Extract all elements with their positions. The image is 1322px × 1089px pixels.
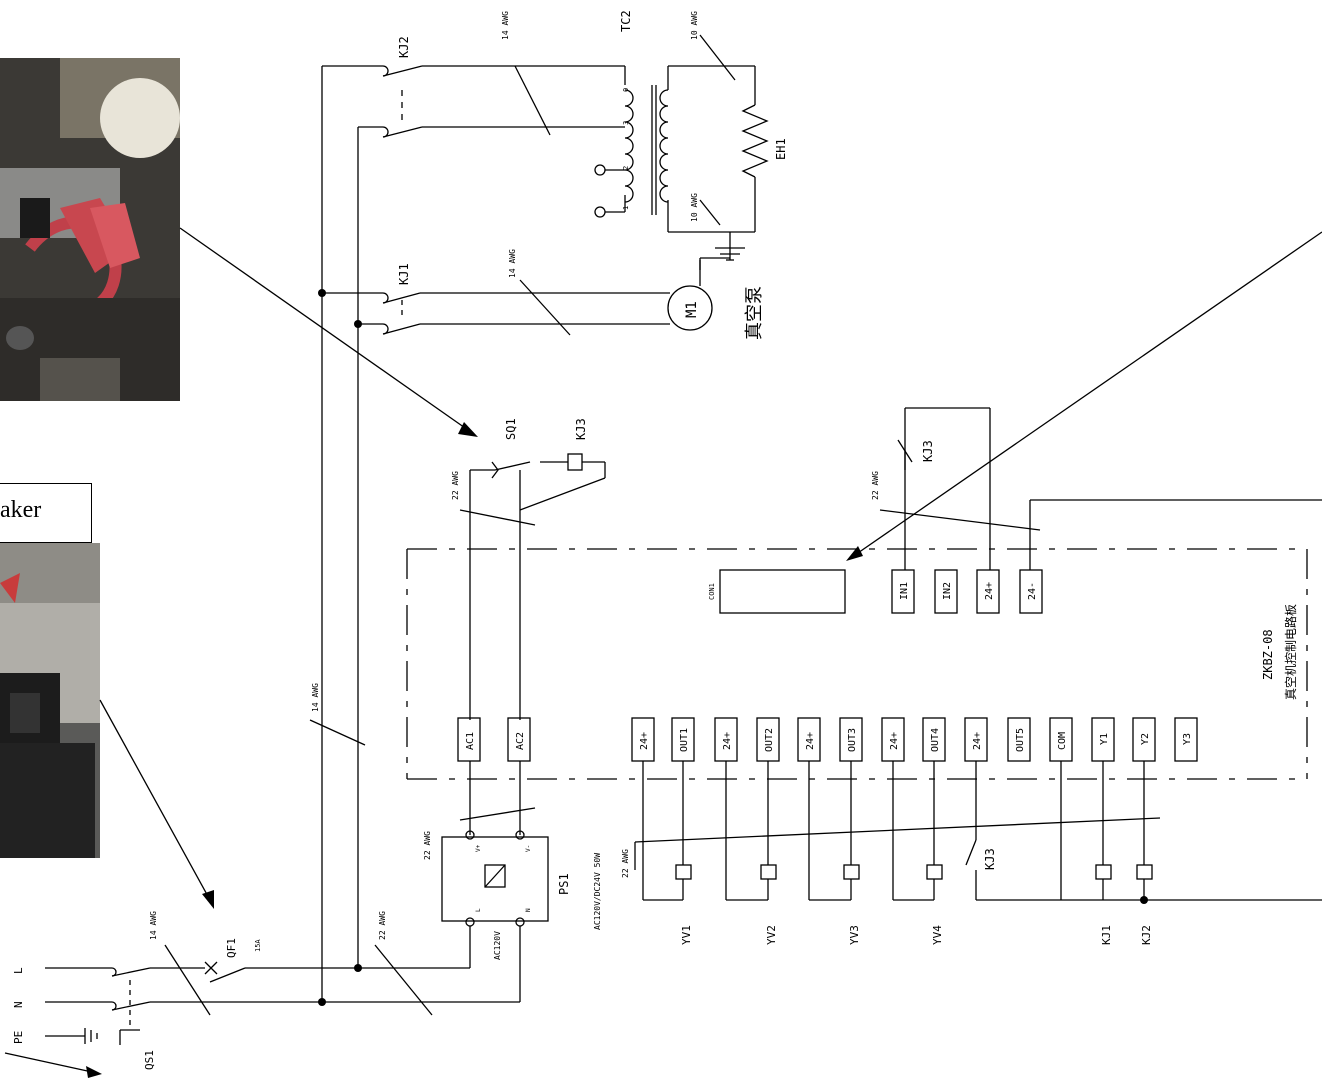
terminal-y2: Y2 <box>1140 733 1151 745</box>
top-terminal-24m: 24- <box>1027 582 1038 600</box>
mains-pe: PE <box>12 1031 25 1044</box>
ps1-pin-vm: V- <box>525 845 532 852</box>
sq1-wire-label: 22 AWG <box>451 471 460 500</box>
terminal-y1: Y1 <box>1099 733 1110 745</box>
qs1-label: QS1 <box>143 1050 156 1070</box>
mains-n: N <box>12 1001 25 1008</box>
terminal-ac1: AC1 <box>465 732 476 750</box>
yv2-label: YV2 <box>765 925 778 945</box>
schematic-labels: TC2 EH1 KJ2 KJ1 14 AWG 10 AWG 10 AWG 0 3… <box>12 10 1298 1070</box>
terminal-out3: OUT3 <box>847 728 858 752</box>
kj3-valve-label: KJ3 <box>983 848 997 870</box>
kj2-label: KJ2 <box>397 36 411 58</box>
schematic-dots-arrows <box>86 289 1148 1078</box>
ps1-pin-l: L <box>475 908 482 912</box>
kj3-start-label: KJ3 <box>574 418 588 440</box>
terminal-com: COM <box>1057 732 1068 750</box>
vertical-wire-label: 14 AWG <box>311 683 320 712</box>
ps1-wire-out: 22 AWG <box>621 849 630 878</box>
tap-0: 0 <box>622 88 630 92</box>
terminal-y3: Y3 <box>1182 733 1193 745</box>
yv4-label: YV4 <box>931 925 944 945</box>
terminal-out5: OUT5 <box>1015 728 1026 752</box>
tc2-label: TC2 <box>619 10 633 32</box>
qf1-label: QF1 <box>225 938 238 958</box>
yv3-label: YV3 <box>848 925 861 945</box>
terminal-24p-3: 24+ <box>805 732 816 750</box>
sq1-label: SQ1 <box>504 418 518 440</box>
terminal-out4: OUT4 <box>930 728 941 752</box>
eh1-wire-label-2: 10 AWG <box>690 193 699 222</box>
schematic-lines <box>4 34 1322 1073</box>
terminal-out1: OUT1 <box>679 728 690 752</box>
yv1-label: YV1 <box>680 925 693 945</box>
connector-photo-top <box>0 58 180 401</box>
tc2-wire-label: 14 AWG <box>501 11 510 40</box>
coil-kj2-label: KJ2 <box>1140 925 1153 945</box>
top-terminal-in1: IN1 <box>899 582 910 600</box>
coil-kj1-label: KJ1 <box>1100 925 1113 945</box>
branch-wire-label: 22 AWG <box>378 911 387 940</box>
motor-wire-label: 14 AWG <box>508 249 517 278</box>
terminal-24p-1: 24+ <box>639 732 650 750</box>
connector-photo-drawing <box>0 58 180 401</box>
eh1-label: EH1 <box>774 138 788 160</box>
ps1-input: AC120V <box>493 931 502 960</box>
top-terminal-in2: IN2 <box>942 582 953 600</box>
breaker-photo <box>0 543 100 858</box>
tap-3: 3 <box>622 121 630 125</box>
mains-wire-label: 14 AWG <box>149 911 158 940</box>
con1-label: CON1 <box>708 583 716 600</box>
ps1-spec: AC120V/DC24V 50W <box>593 853 602 930</box>
motor-ref: M1 <box>684 301 700 318</box>
qf1-rating: 15A <box>254 939 262 952</box>
ps1-label: PS1 <box>557 873 571 895</box>
terminal-24p-5: 24+ <box>972 732 983 750</box>
ps1-wire-in: 22 AWG <box>423 831 432 860</box>
kj3-top-label: KJ3 <box>921 440 935 462</box>
caption-text: aker <box>0 497 42 523</box>
controller-model: ZKBZ-08 <box>1261 629 1275 680</box>
top-terminal-24p: 24+ <box>984 582 995 600</box>
caption-box <box>0 483 92 543</box>
terminal-24p-2: 24+ <box>722 732 733 750</box>
controller-wire-label: 22 AWG <box>871 471 880 500</box>
breaker-photo-drawing <box>0 543 100 858</box>
kj1-label: KJ1 <box>397 263 411 285</box>
ps1-pin-n: N <box>525 908 532 912</box>
mains-l: L <box>12 967 25 974</box>
controller-name: 真空机控制电路板 <box>1283 604 1298 700</box>
motor-name: 真空泵 <box>744 286 765 340</box>
terminal-out2: OUT2 <box>764 728 775 752</box>
tap-1: 1 <box>622 206 630 210</box>
eh1-wire-label: 10 AWG <box>690 11 699 40</box>
tap-2: 2 <box>622 166 630 170</box>
terminal-24p-4: 24+ <box>889 732 900 750</box>
ps1-pin-vp: V+ <box>475 844 482 852</box>
terminal-ac2: AC2 <box>515 732 526 750</box>
